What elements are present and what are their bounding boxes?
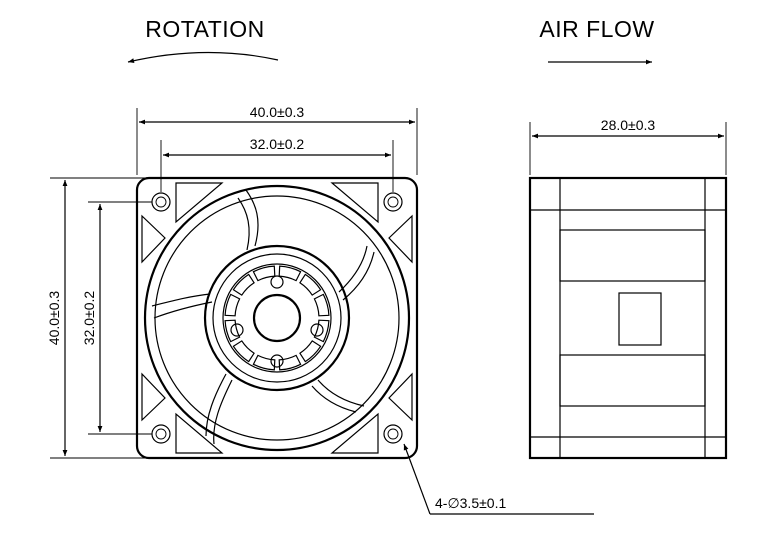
side-center-window	[618, 292, 662, 346]
side-outline	[528, 176, 728, 460]
hub-slot	[313, 319, 330, 343]
hub-slot	[278, 354, 302, 371]
fan-venturi-outer	[143, 184, 411, 452]
overall-height-label: 40.0±0.3	[46, 291, 62, 346]
fan-hub-inner	[222, 263, 332, 373]
hub-slot	[299, 340, 322, 363]
side-view: 28.0±0.3	[528, 117, 728, 460]
hub-slot	[252, 265, 276, 282]
fan-hub-outer	[203, 244, 351, 392]
hub-slot	[224, 293, 241, 317]
front-view: 40.0±0.3 32.0±0.2 40.0±0.3 32.0±0.2 4-∅3…	[46, 104, 594, 515]
corner-triangles	[141, 182, 413, 454]
rotation-heading: ROTATION	[145, 16, 264, 42]
mounting-holes	[151, 192, 403, 444]
hub-slot	[232, 273, 255, 296]
fan-shaft-bore	[252, 293, 302, 343]
hub-small-holes	[230, 275, 324, 368]
mounting-holes-label: 4-∅3.5±0.1	[435, 495, 506, 511]
fan-venturi-inner	[154, 195, 400, 441]
fan-frame-outline	[135, 176, 419, 460]
hub-slots	[224, 265, 330, 371]
hole-pitch-height-label: 32.0±0.2	[81, 291, 97, 346]
depth-label: 28.0±0.3	[601, 117, 656, 133]
hole-callout-leader	[403, 443, 431, 515]
rotation-arrow	[127, 51, 279, 63]
side-upper-window	[559, 229, 706, 282]
hole-pitch-width-label: 32.0±0.2	[250, 136, 305, 152]
hub-slot	[278, 265, 302, 282]
fan-hub-rim	[212, 253, 342, 383]
overall-width-label: 40.0±0.3	[250, 104, 305, 120]
hub-slot	[232, 340, 255, 363]
air-flow-heading: AIR FLOW	[539, 16, 654, 42]
side-lower-window	[559, 354, 706, 407]
hub-slot	[252, 354, 276, 371]
hub-slot	[313, 293, 330, 317]
hub-slot	[224, 319, 241, 343]
hub-slot	[299, 273, 322, 296]
